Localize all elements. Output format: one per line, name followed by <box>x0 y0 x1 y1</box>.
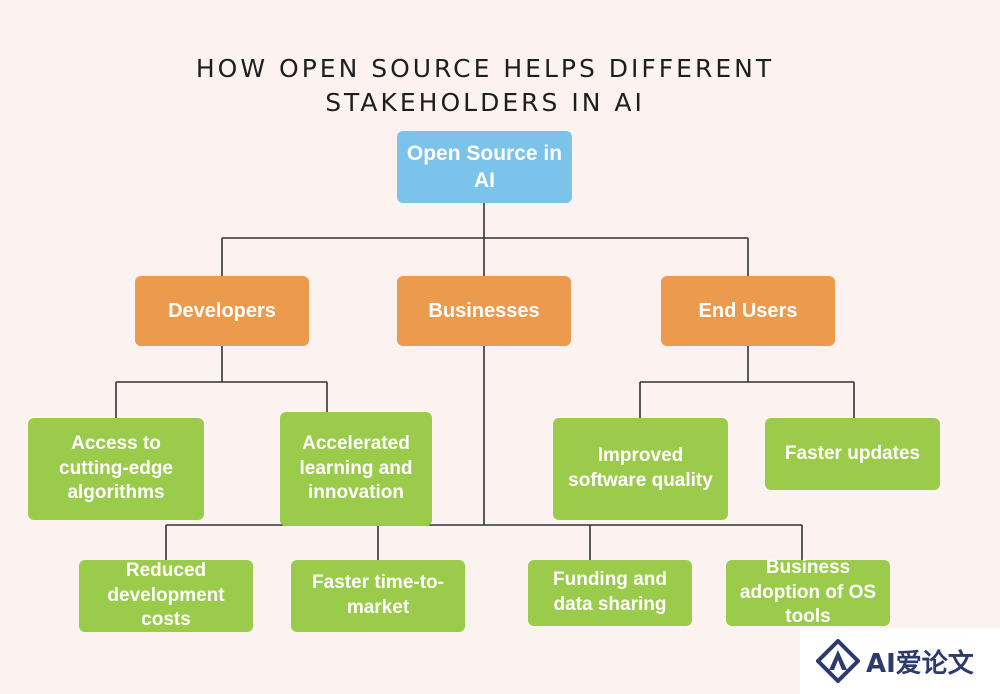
logo-a-icon <box>816 639 860 683</box>
node-access-to-cutting-edge-algorithms: Access to cutting-edge algorithms <box>28 418 204 520</box>
node-funding-and-data-sharing: Funding and data sharing <box>528 560 692 626</box>
node-faster-time-to-market: Faster time-to-market <box>291 560 465 632</box>
node-businesses: Businesses <box>397 276 571 346</box>
diagram-title: HOW OPEN SOURCE HELPS DIFFERENT STAKEHOL… <box>150 52 820 120</box>
node-improved-software-quality: Improved software quality <box>553 418 728 520</box>
node-reduced-development-costs: Reduced development costs <box>79 560 253 632</box>
node-open-source-in-ai: Open Source in AI <box>397 131 572 203</box>
title-line-2: STAKEHOLDERS IN AI <box>325 88 645 117</box>
node-end-users: End Users <box>661 276 835 346</box>
watermark-text: AI爱论文 <box>866 648 974 679</box>
watermark-logo: AI爱论文 <box>800 628 1000 694</box>
node-developers: Developers <box>135 276 309 346</box>
node-faster-updates: Faster updates <box>765 418 940 490</box>
node-business-adoption-of-os-tools: Business adoption of OS tools <box>726 557 890 627</box>
title-line-1: HOW OPEN SOURCE HELPS DIFFERENT <box>195 54 775 83</box>
node-accelerated-learning-and-innovation: Accelerated learning and innovation <box>280 412 432 526</box>
